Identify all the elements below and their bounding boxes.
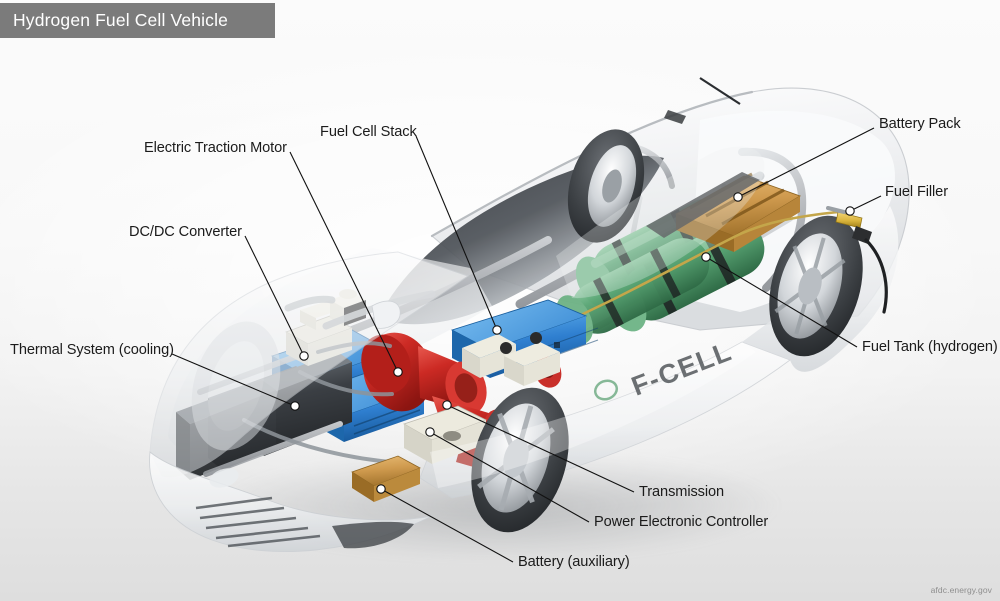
callout-label-battery-pack: Battery Pack [879, 116, 961, 132]
leader-endpoint-dc-dc-converter [299, 351, 309, 361]
leader-endpoint-electric-traction-motor [393, 367, 403, 377]
callout-label-power-electronic-controller: Power Electronic Controller [594, 514, 769, 530]
source-credit: afdc.energy.gov [930, 585, 992, 595]
leader-endpoint-battery-pack [733, 192, 743, 202]
callout-label-fuel-tank-hydrogen: Fuel Tank (hydrogen) [862, 339, 998, 355]
leader-line-power-electronic-controller [429, 431, 590, 523]
callout-label-fuel-filler: Fuel Filler [885, 184, 948, 200]
leader-line-electric-traction-motor [289, 151, 399, 373]
callout-label-transmission: Transmission [639, 484, 725, 500]
leader-endpoint-power-electronic-controller [425, 427, 435, 437]
page-title: Hydrogen Fuel Cell Vehicle [13, 10, 228, 30]
leader-line-battery-pack [737, 127, 875, 198]
leader-endpoint-fuel-cell-stack [492, 325, 502, 335]
title-bar: Hydrogen Fuel Cell Vehicle [0, 3, 275, 38]
leader-line-fuel-cell-stack [415, 135, 498, 331]
leader-line-fuel-tank-hydrogen [705, 256, 858, 348]
callout-label-electric-traction-motor: Electric Traction Motor [144, 140, 287, 156]
callout-label-thermal-system-cooling: Thermal System (cooling) [10, 342, 174, 358]
leader-line-battery-auxiliary [380, 488, 514, 563]
leader-endpoint-thermal-system-cooling [290, 401, 300, 411]
leader-line-fuel-filler [849, 195, 882, 212]
leader-endpoint-transmission [442, 400, 452, 410]
leader-endpoint-fuel-tank-hydrogen [701, 252, 711, 262]
leader-endpoint-fuel-filler [845, 206, 855, 216]
leader-line-transmission [446, 404, 635, 493]
leader-endpoint-battery-auxiliary [376, 484, 386, 494]
callout-label-dc-dc-converter: DC/DC Converter [129, 224, 242, 240]
leader-line-dc-dc-converter [244, 235, 305, 357]
callout-label-battery-auxiliary: Battery (auxiliary) [518, 554, 630, 570]
leader-line-thermal-system-cooling [171, 353, 296, 407]
callout-label-fuel-cell-stack: Fuel Cell Stack [320, 124, 417, 140]
